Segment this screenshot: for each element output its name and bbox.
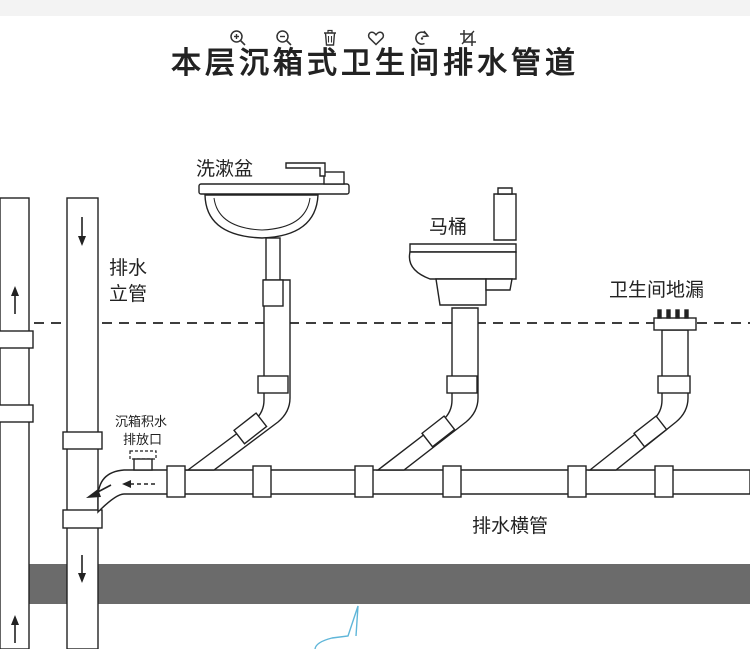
rotate-icon[interactable] (412, 28, 432, 48)
drainage-stack (62, 197, 103, 649)
stack-label-line2: 立管 (109, 283, 148, 305)
top-strip (0, 0, 750, 16)
toilet-label: 马桶 (429, 216, 468, 238)
floor-slab (0, 564, 750, 604)
floor-drain-branch-pipe (587, 329, 691, 471)
diagram-title: 本层沉箱式卫生间排水管道 (171, 46, 579, 76)
sump-label-line2: 排放口 (123, 433, 163, 448)
hint-bubble (314, 605, 359, 649)
image-toolbar (0, 18, 750, 58)
basin-label: 洗漱盆 (196, 158, 254, 180)
crop-icon[interactable] (458, 28, 478, 48)
sump-outlet (86, 450, 157, 498)
toilet (408, 187, 517, 306)
delete-icon[interactable] (320, 28, 340, 48)
toilet-branch-pipe (375, 307, 479, 471)
favorite-icon[interactable] (366, 28, 386, 48)
zoom-out-icon[interactable] (274, 28, 294, 48)
sump-label-line1: 沉箱积水 (115, 415, 168, 430)
downflow-arrow (78, 217, 86, 583)
stack-label-line1: 排水 (109, 257, 148, 279)
zoom-in-icon[interactable] (228, 28, 248, 48)
adjacent-pipe (0, 197, 34, 649)
floor-drain (653, 309, 697, 331)
horizontal-pipe-label: 排水横管 (472, 515, 549, 537)
horizontal-drain-pipe (97, 465, 750, 514)
basin-branch-pipe (185, 279, 291, 471)
floor-drain-label: 卫生间地漏 (609, 279, 705, 301)
wash-basin (198, 162, 350, 307)
upflow-arrow (11, 286, 19, 643)
